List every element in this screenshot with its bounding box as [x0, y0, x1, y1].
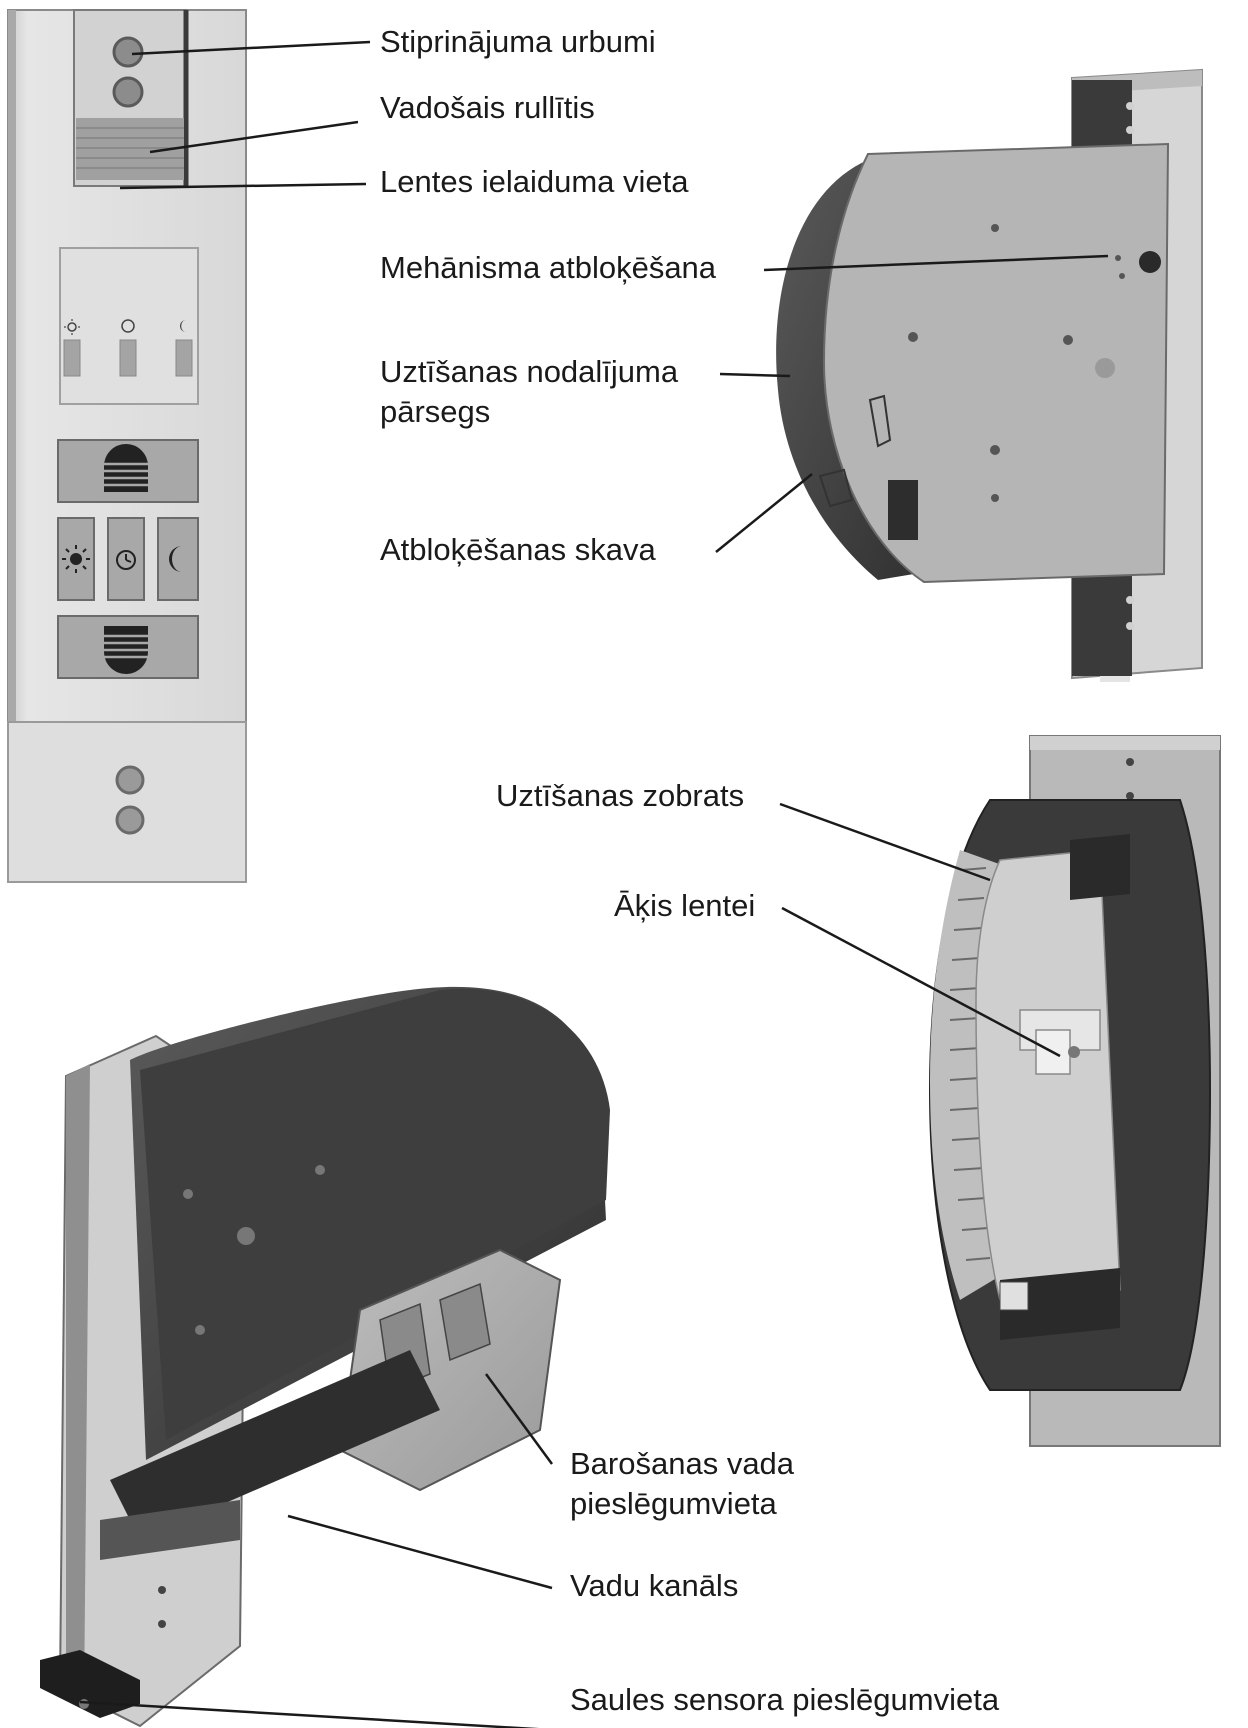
mount-hole-second: [112, 76, 144, 108]
leader-line-parsegs: [719, 372, 791, 378]
label-mehanisma-atblokesana-text: Mehānisma atbloķēšana: [380, 250, 717, 285]
label-uztisanas-nodalijuma-parsegs-line2: pārsegs: [380, 394, 491, 429]
label-uztisanas-nodalijuma-parsegs-line1: Uztīšanas nodalījuma: [380, 354, 679, 389]
mount-hole-top: [112, 36, 144, 68]
indicator-clock-icon: [121, 319, 135, 333]
open-view-device: [928, 735, 1221, 1447]
moon-button: [157, 517, 199, 601]
indicator-sun-icon: [64, 319, 80, 335]
sun-icon: [62, 545, 90, 573]
front-view-device: [7, 9, 247, 883]
label-uztisanas-nodalijuma-parsegs: Uztīšanas nodalījuma pārsegs: [380, 352, 678, 432]
label-vadosais-rullitis: Vadošais rullītis: [380, 88, 595, 128]
label-mehanisma-atblokesana: Mehānisma atbloķēšana: [380, 248, 716, 288]
leader-line-kanals: [287, 1514, 553, 1590]
leader-line-rullitis: [149, 120, 359, 154]
leader-line-skava: [715, 473, 813, 553]
label-barosanas-vada-pieslegumvieta-line1: Barošanas vada: [570, 1446, 795, 1481]
label-uztisanas-zobrats-text: Uztīšanas zobrats: [496, 778, 745, 813]
label-lentes-ielaiduma-vieta: Lentes ielaiduma vieta: [380, 162, 688, 202]
label-barosanas-vada-pieslegumvieta-line2: pieslēgumvieta: [570, 1486, 777, 1521]
label-saules-sensora-pieslegumvieta: Saules sensora pieslēgumvieta: [570, 1680, 999, 1720]
leader-line-akis: [781, 906, 1061, 1058]
label-akis-lentei-text: Āķis lentei: [614, 888, 756, 923]
label-atblokesanas-skava-text: Atbloķēšanas skava: [380, 532, 656, 567]
label-barosanas-vada-pieslegumvieta: Barošanas vada pieslēgumvieta: [570, 1444, 794, 1524]
leader-line-saules: [79, 1700, 540, 1728]
label-saules-sensora-pieslegumvieta-text: Saules sensora pieslēgumvieta: [570, 1682, 1000, 1717]
label-lentes-ielaiduma-vieta-text: Lentes ielaiduma vieta: [380, 164, 689, 199]
moon-icon: [169, 546, 182, 572]
label-uztisanas-zobrats: Uztīšanas zobrats: [496, 776, 744, 816]
label-vadosais-rullitis-text: Vadošais rullītis: [380, 90, 595, 125]
label-vadu-kanals-text: Vadu kanāls: [570, 1568, 739, 1603]
label-akis-lentei: Āķis lentei: [614, 886, 755, 926]
leader-line-ielaiduma: [119, 182, 367, 190]
label-atblokesanas-skava: Atbloķēšanas skava: [380, 530, 656, 570]
leader-line-atblokesana: [763, 254, 1109, 272]
side-view-device: [40, 986, 610, 1728]
clock-icon: [116, 550, 136, 570]
leader-lines: [79, 40, 1109, 1728]
indicator-moon-icon: [180, 320, 186, 332]
rear-view-device: [776, 68, 1203, 682]
label-vadu-kanals: Vadu kanāls: [570, 1566, 738, 1606]
label-stiprinajuma-urbumi-text: Stiprinājuma urbumi: [380, 24, 656, 59]
leader-line-zobrats: [779, 802, 991, 882]
leader-line-barosanas: [484, 1373, 554, 1465]
up-arrow-grille-icon: [104, 444, 148, 492]
label-stiprinajuma-urbumi: Stiprinājuma urbumi: [380, 22, 656, 62]
leader-line-urbumi: [131, 40, 371, 56]
